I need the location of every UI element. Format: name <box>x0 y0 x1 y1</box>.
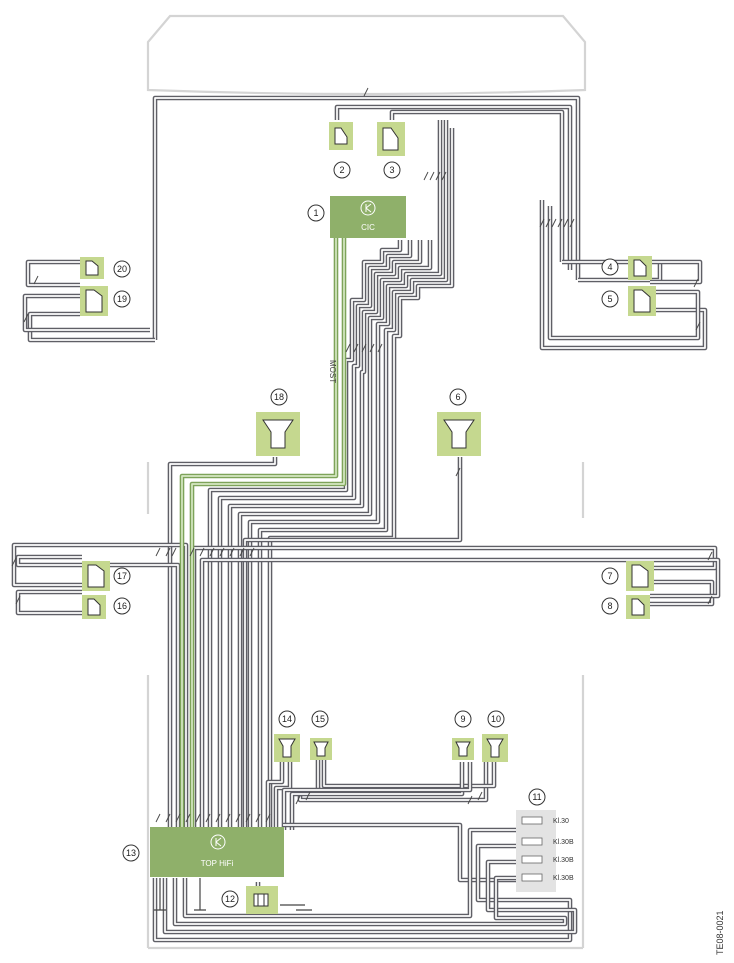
connector-ticks <box>11 87 713 823</box>
badge-16: 16 <box>117 601 127 611</box>
badge-14: 14 <box>282 714 292 724</box>
badge-15: 15 <box>315 714 325 724</box>
number-badges: 1 2 3 4 5 6 7 8 9 10 11 12 13 14 15 16 1… <box>113 161 619 908</box>
badge-10: 10 <box>491 714 501 724</box>
speaker-9 <box>452 738 474 760</box>
speaker-7 <box>626 561 654 591</box>
vehicle-outline <box>146 14 587 950</box>
speaker-3 <box>377 122 405 156</box>
fuse-label-2: Kl.30B <box>553 839 574 846</box>
speaker-19 <box>80 286 108 316</box>
cic-head-unit: CIC <box>330 196 406 238</box>
wiring-harness <box>11 95 721 943</box>
speaker-4 <box>628 256 652 280</box>
fuse-label-1: Kl.30 <box>553 818 569 825</box>
fuse-label-4: Kl.30B <box>553 875 574 882</box>
badge-9: 9 <box>460 714 465 724</box>
badge-20: 20 <box>117 264 127 274</box>
fuse-label-3: Kl.30B <box>553 857 574 864</box>
most-bus <box>179 238 347 830</box>
speaker-18 <box>256 412 300 456</box>
speaker-8 <box>626 595 650 619</box>
speaker-15 <box>310 738 332 760</box>
badge-11: 11 <box>532 792 541 802</box>
speaker-6 <box>437 412 481 456</box>
top-hifi-amplifier: TOP HiFi <box>150 827 284 877</box>
badge-19: 19 <box>117 294 127 304</box>
most-label: MOST <box>328 360 337 383</box>
cic-label: CIC <box>361 223 375 232</box>
badge-8: 8 <box>607 601 612 611</box>
badge-2: 2 <box>339 165 344 175</box>
badge-6: 6 <box>455 392 460 402</box>
badge-5: 5 <box>607 294 612 304</box>
component-12 <box>246 886 278 914</box>
amp-label: TOP HiFi <box>201 859 234 868</box>
speakers <box>80 122 656 762</box>
badge-13: 13 <box>126 848 136 858</box>
badge-1: 1 <box>313 208 318 218</box>
figure-code: TE08-0021 <box>715 910 725 955</box>
speaker-20 <box>80 257 104 279</box>
badge-7: 7 <box>607 571 612 581</box>
badge-12: 12 <box>225 894 235 904</box>
speaker-5 <box>628 286 656 316</box>
badge-4: 4 <box>607 262 612 272</box>
badge-18: 18 <box>274 392 284 402</box>
speaker-16 <box>82 595 106 619</box>
speaker-14 <box>274 734 300 762</box>
speaker-10 <box>482 734 508 762</box>
badge-17: 17 <box>117 571 127 581</box>
badge-3: 3 <box>389 165 394 175</box>
ground-symbols <box>154 878 312 911</box>
fuse-panel: Kl.30 Kl.30B Kl.30B Kl.30B <box>516 810 574 892</box>
speaker-17 <box>82 561 110 591</box>
speaker-2 <box>329 122 353 150</box>
